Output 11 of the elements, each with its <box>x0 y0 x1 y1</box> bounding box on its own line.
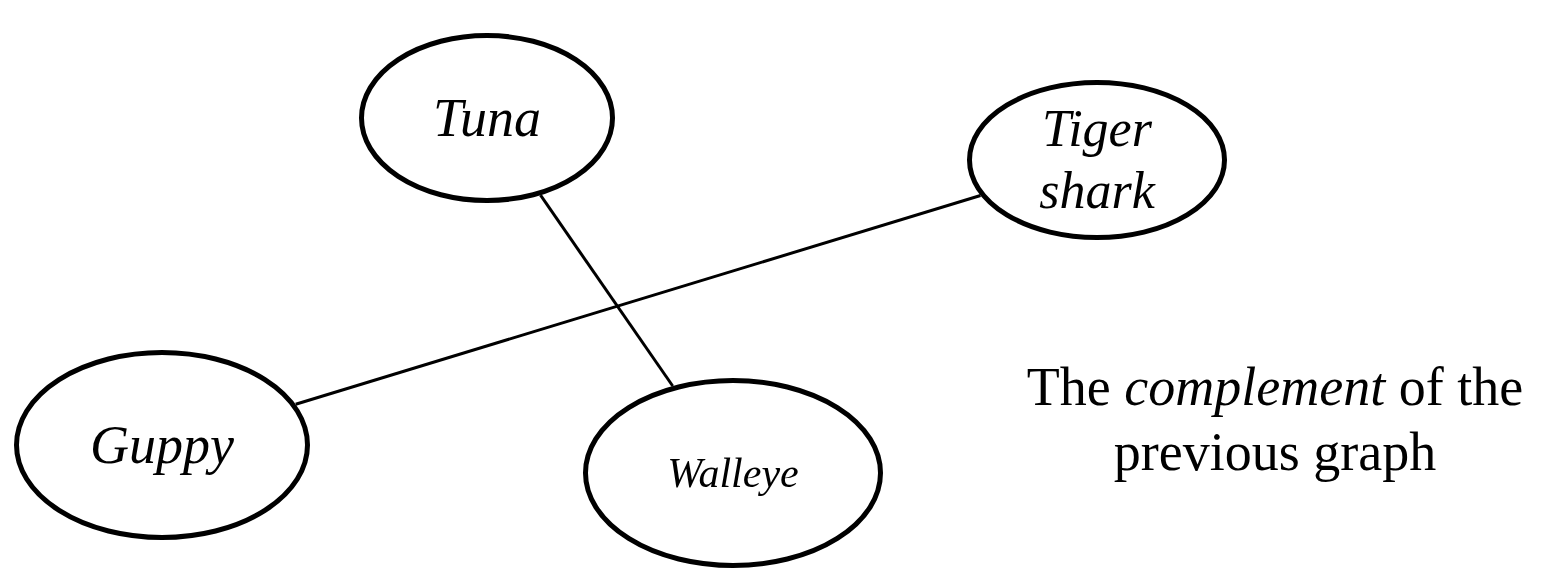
ellipse-node <box>14 350 310 540</box>
caption-text: The complement of the previous graph <box>1025 356 1525 484</box>
node-label: Tiger shark <box>1038 98 1157 221</box>
connector-line <box>539 194 674 387</box>
node-label: Walleye <box>666 448 800 498</box>
ellipse-node <box>967 80 1227 240</box>
ellipse-node <box>583 378 883 568</box>
node-label: Tuna <box>431 86 543 150</box>
node-label: Guppy <box>89 413 235 477</box>
ellipse-node <box>359 33 615 203</box>
connector-line <box>295 194 981 406</box>
